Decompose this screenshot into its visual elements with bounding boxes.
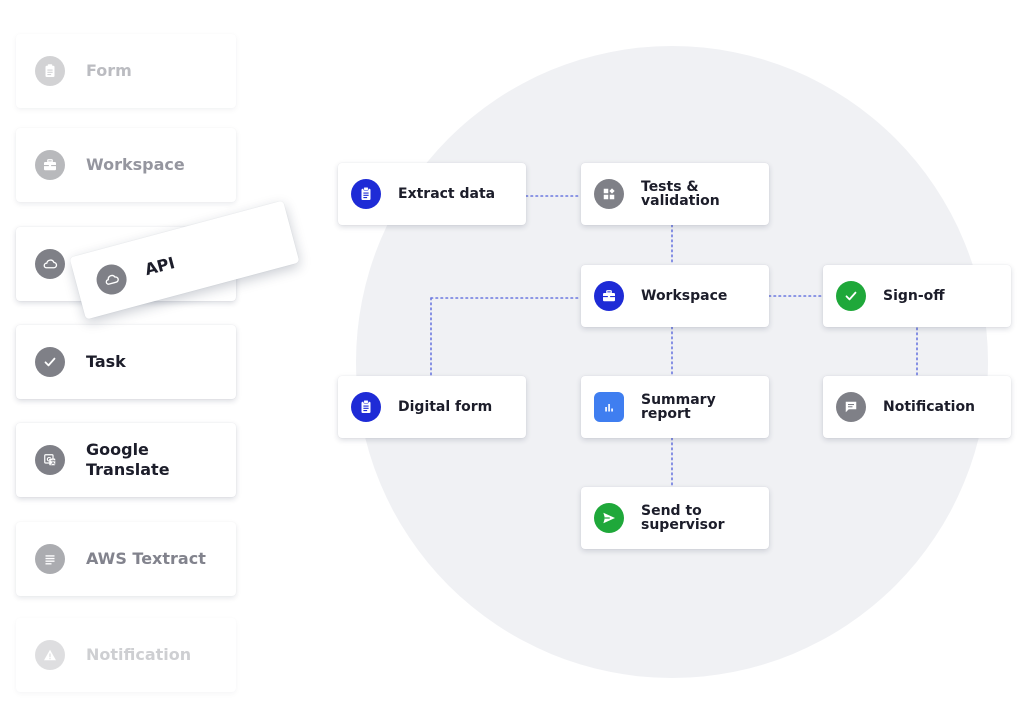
check-icon: [35, 347, 65, 377]
svg-text:G: G: [46, 456, 51, 463]
node-send-to-supervisor[interactable]: Send to supervisor: [581, 487, 769, 549]
cloud-icon: [35, 249, 65, 279]
node-label: Tests & validation: [641, 179, 720, 209]
toolbox-icon: [594, 281, 624, 311]
node-label: Workspace: [641, 288, 728, 304]
palette-item-label: Form: [86, 61, 132, 80]
svg-text:文: 文: [51, 459, 56, 466]
warning-icon: [35, 640, 65, 670]
toolbox-icon: [35, 150, 65, 180]
node-label: Send to supervisor: [641, 503, 725, 533]
palette-item-aws-textract[interactable]: AWS Textract: [16, 522, 236, 596]
palette-item-label: Task: [86, 352, 126, 371]
dragged-api-card[interactable]: API: [69, 200, 300, 320]
dragged-api-label: API: [142, 253, 177, 280]
message-icon: [836, 392, 866, 422]
node-notification[interactable]: Notification: [823, 376, 1011, 438]
node-workspace[interactable]: Workspace: [581, 265, 769, 327]
node-label: Extract data: [398, 186, 496, 202]
node-label: Sign-off: [883, 288, 945, 304]
node-label: Summary report: [641, 392, 716, 422]
palette-item-label: AWS Textract: [86, 549, 206, 568]
shapes-icon: [594, 179, 624, 209]
clipboard-icon: [351, 179, 381, 209]
node-label: Digital form: [398, 399, 493, 415]
bar-chart-icon: [594, 392, 624, 422]
palette-item-notification[interactable]: Notification: [16, 618, 236, 692]
clipboard-icon: [351, 392, 381, 422]
node-digital-form[interactable]: Digital form: [338, 376, 526, 438]
check-icon: [836, 281, 866, 311]
node-tests-validation[interactable]: Tests & validation: [581, 163, 769, 225]
palette-item-label: Workspace: [86, 155, 185, 174]
palette-item-label: Notification: [86, 645, 192, 664]
cloud-icon: [93, 261, 130, 298]
palette-item-form[interactable]: Form: [16, 34, 236, 108]
node-summary-report[interactable]: Summary report: [581, 376, 769, 438]
node-extract-data[interactable]: Extract data: [338, 163, 526, 225]
clipboard-icon: [35, 56, 65, 86]
palette-item-workspace[interactable]: Workspace: [16, 128, 236, 202]
lines-icon: [35, 544, 65, 574]
palette-item-task[interactable]: Task: [16, 325, 236, 399]
node-sign-off[interactable]: Sign-off: [823, 265, 1011, 327]
send-icon: [594, 503, 624, 533]
node-label: Notification: [883, 399, 976, 415]
palette-item-label: Google Translate: [86, 440, 170, 479]
